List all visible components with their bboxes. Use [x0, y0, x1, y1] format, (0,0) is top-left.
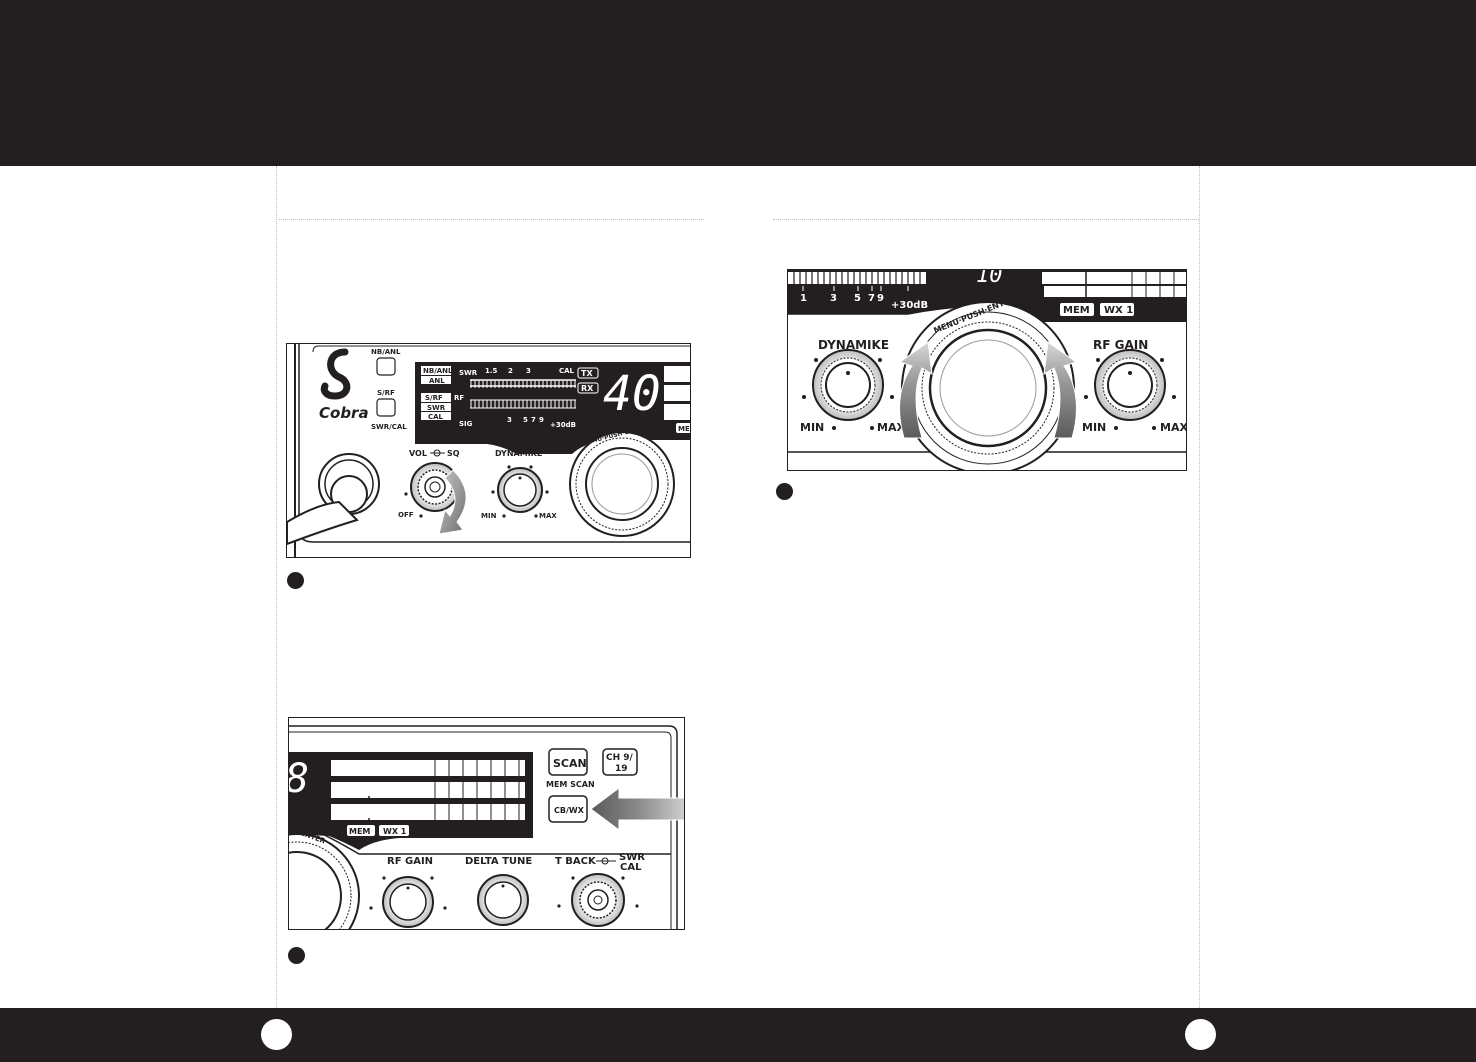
- mode-nb-anl: NB/ANL: [423, 367, 453, 375]
- dynamike-label: DYNAMIKE: [495, 449, 542, 458]
- cobra-logo: Cobra: [319, 348, 369, 422]
- page-marker-right: [1185, 1019, 1216, 1050]
- right-section-rule: [773, 219, 1199, 220]
- scale-tick-3: 3: [830, 293, 837, 304]
- wx-indicator: WX 1: [1104, 305, 1133, 316]
- dynamike-min-label: MIN: [800, 421, 824, 434]
- bar-meter-segments: [470, 380, 576, 409]
- scale-tick-9: 9: [877, 293, 884, 304]
- rx-indicator: RX: [581, 384, 594, 393]
- scale-tick-1: 1: [800, 293, 807, 304]
- min-label: MIN: [481, 512, 497, 520]
- s-rf-button[interactable]: [376, 398, 396, 417]
- delta-tune-knob[interactable]: [477, 874, 529, 926]
- left-section-rule: [279, 219, 704, 220]
- mode-cal: CAL: [428, 413, 444, 421]
- rf-scale-label: RF: [454, 394, 464, 402]
- scale-tick-5: 5: [854, 293, 861, 304]
- mem-indicator: MEM: [678, 425, 691, 433]
- dynamike-knob[interactable]: [812, 349, 884, 421]
- figure-menu-dial: 1 3 5 7 9 +30dB 10 MEM WX 1 DYNAMIKE MIN…: [787, 269, 1187, 471]
- mode-s-rf: S/RF: [425, 394, 443, 402]
- rf-gain-knob[interactable]: [382, 876, 434, 928]
- swr-scale-label: SWR: [459, 369, 478, 377]
- rotate-right-arrow-icon: [1043, 341, 1078, 439]
- segment-meter: [788, 272, 926, 284]
- scan-button-label: SCAN: [553, 757, 587, 770]
- step-bullet-2: [288, 947, 305, 964]
- scale-tick-30db: +30dB: [891, 300, 928, 311]
- s-rf-button-label: S/RF: [377, 389, 395, 397]
- swr-label: SWR: [619, 852, 645, 863]
- nb-anl-button[interactable]: [376, 357, 396, 376]
- menu-push-enter-dial[interactable]: [569, 431, 675, 537]
- cb-wx-button-label: CB/WX: [554, 806, 585, 815]
- pointing-arrow-icon: [590, 787, 684, 831]
- wx-indicator: WX 1: [383, 827, 407, 836]
- rf-gain-label: RF GAIN: [387, 856, 433, 867]
- mode-swr: SWR: [427, 404, 446, 412]
- figure-volume-knob: Cobra NB/ANL S/RF SWR/CAL NB/ANL ANL S/R…: [286, 343, 691, 558]
- step-bullet-3: [776, 483, 793, 500]
- tx-indicator: TX: [581, 369, 593, 378]
- sq-label: SQ: [447, 449, 460, 458]
- menu-push-enter-dial[interactable]: [901, 301, 1075, 471]
- sig-tick-3: 3: [507, 416, 512, 424]
- sig-scale-label: SIG: [459, 420, 473, 428]
- rf-gain-knob[interactable]: [1094, 349, 1166, 421]
- mem-scan-label: MEM SCAN: [546, 780, 595, 789]
- footer-band: [0, 1008, 1476, 1062]
- mode-anl: ANL: [429, 377, 445, 385]
- delta-tune-label: DELTA TUNE: [465, 856, 532, 867]
- display-bars: [1042, 272, 1186, 298]
- rotate-left-arrow-icon: [898, 341, 933, 439]
- rf-gain-label: RF GAIN: [1093, 338, 1148, 352]
- brand-text: Cobra: [319, 404, 369, 422]
- rotate-clockwise-arrow-icon: [438, 469, 467, 535]
- scan-button[interactable]: [548, 748, 588, 776]
- vol-label: VOL: [409, 449, 427, 458]
- rf-gain-min-label: MIN: [1082, 421, 1106, 434]
- swr-tick-2: 2: [508, 367, 513, 375]
- ch9-19-button[interactable]: [602, 748, 638, 776]
- cb-wx-button[interactable]: [548, 795, 588, 823]
- step-bullet-1: [287, 572, 304, 589]
- sig-tick-30db: +30dB: [550, 421, 576, 429]
- swr-tick-1-5: 1.5: [485, 367, 498, 375]
- display-bars: [331, 760, 525, 823]
- left-column-divider: [276, 166, 277, 1008]
- swr-cal-button-label: SWR/CAL: [371, 423, 407, 431]
- max-label: MAX: [539, 512, 557, 520]
- ch9-19-label-2: 19: [615, 764, 628, 774]
- dynamike-label: DYNAMIKE: [818, 338, 889, 352]
- t-back-label: T BACK: [555, 856, 597, 867]
- ch9-19-label-1: CH 9/: [606, 753, 634, 763]
- microphone-jack: [287, 453, 380, 546]
- swr-tick-3: 3: [526, 367, 531, 375]
- header-band: [0, 0, 1476, 166]
- dynamike-max-label: MAX: [877, 421, 905, 434]
- channel-display: 40: [603, 366, 661, 422]
- svg-text:10: 10: [976, 270, 1003, 288]
- menu-dial-fragment[interactable]: [289, 833, 360, 930]
- figure-cb-wx-button: 8 MEM WX 1 SCAN MEM SCAN CH 9/ 19 CB/WX …: [288, 717, 685, 930]
- mem-indicator: MEM: [1063, 305, 1090, 316]
- sig-tick-5: 5: [523, 416, 528, 424]
- sig-tick-9: 9: [539, 416, 544, 424]
- mem-indicator: MEM: [349, 827, 370, 836]
- nb-anl-button-label: NB/ANL: [371, 348, 401, 356]
- right-column-divider: [1199, 166, 1200, 1008]
- rf-gain-max-label: MAX: [1160, 421, 1187, 434]
- sig-tick-7: 7: [531, 416, 536, 424]
- cal-label: CAL: [620, 862, 642, 873]
- dynamike-knob[interactable]: [497, 467, 543, 513]
- off-label: OFF: [398, 511, 414, 519]
- cal-scale-label: CAL: [559, 367, 575, 375]
- t-back-swr-cal-knob[interactable]: [571, 873, 625, 927]
- scale-tick-7: 7: [868, 293, 875, 304]
- svg-text:8: 8: [289, 756, 309, 802]
- page-marker-left: [261, 1019, 292, 1050]
